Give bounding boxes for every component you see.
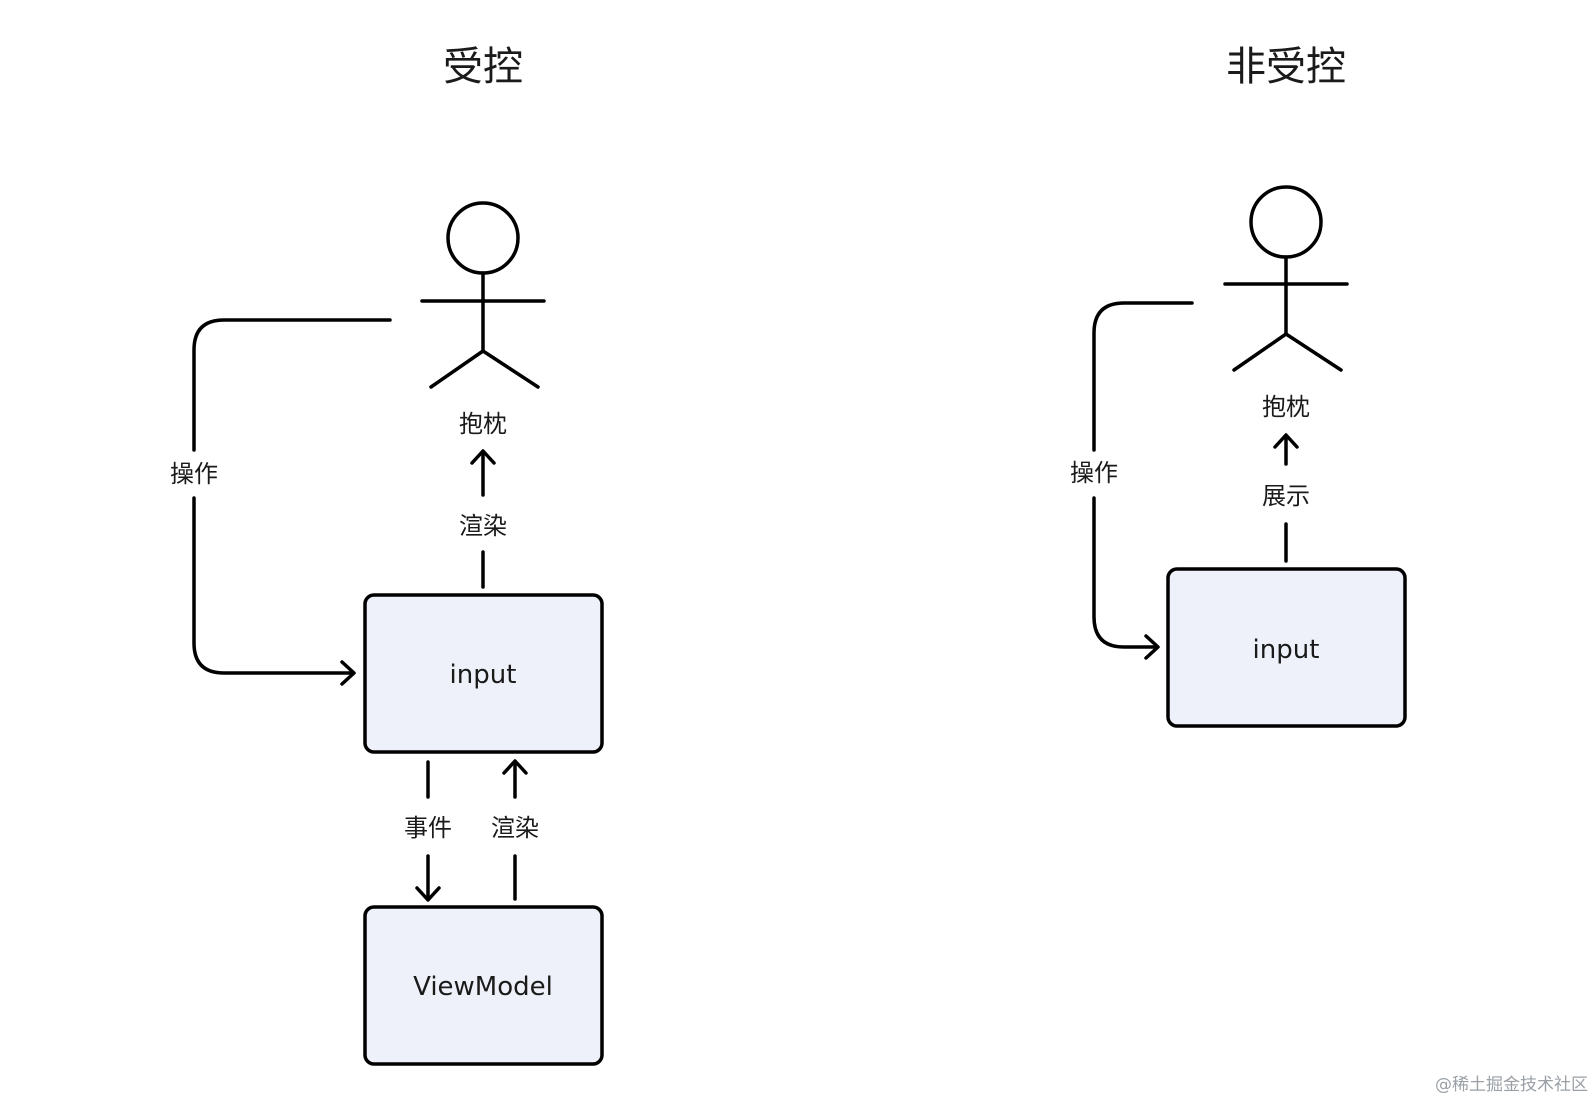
controlled-actor-label: 抱枕: [459, 410, 507, 438]
controlled-operate-arrowhead-icon: [340, 660, 356, 686]
controlled-event-label: 事件: [404, 814, 452, 842]
uncontrolled-display-label: 展示: [1262, 482, 1310, 510]
controlled-render-label-bottom: 渲染: [491, 814, 539, 842]
uncontrolled-input-box-label: input: [1253, 635, 1320, 665]
controlled-render-label-top: 渲染: [459, 512, 507, 540]
controlled-operate-label: 操作: [170, 460, 218, 488]
controlled-input-box: [363, 593, 604, 754]
controlled-render-bottom-arrowhead-icon: [502, 759, 528, 775]
controlled-viewmodel-box-label: ViewModel: [413, 972, 553, 1002]
uncontrolled-operate-label: 操作: [1070, 459, 1118, 487]
controlled-title: 受控: [443, 44, 523, 90]
controlled-event-arrowhead-icon: [415, 886, 441, 902]
uncontrolled-title: 非受控: [1226, 44, 1346, 90]
watermark-text: @稀土掘金技术社区: [1435, 1075, 1588, 1095]
controlled-render-arrowhead-icon: [470, 449, 496, 465]
uncontrolled-user-actor-icon: [1223, 185, 1349, 372]
controlled-operate-path-lower: [192, 496, 354, 675]
uncontrolled-actor-label: 抱枕: [1262, 393, 1310, 421]
controlled-input-box-label: input: [450, 660, 517, 690]
uncontrolled-operate-path: [1092, 301, 1194, 452]
controlled-user-actor-icon: [420, 201, 546, 389]
controlled-viewmodel-box: [363, 905, 604, 1066]
uncontrolled-section: 非受控 抱枕 操作 展示 input: [1070, 44, 1407, 728]
controlled-section: 受控 抱枕 操作 渲染 input 事件 渲染: [170, 44, 604, 1066]
uncontrolled-operate-arrowhead-icon: [1144, 634, 1160, 660]
uncontrolled-operate-path-lower: [1092, 496, 1158, 649]
controlled-operate-path: [192, 318, 392, 452]
uncontrolled-input-box: [1166, 567, 1407, 728]
uncontrolled-display-arrowhead-icon: [1273, 433, 1299, 449]
